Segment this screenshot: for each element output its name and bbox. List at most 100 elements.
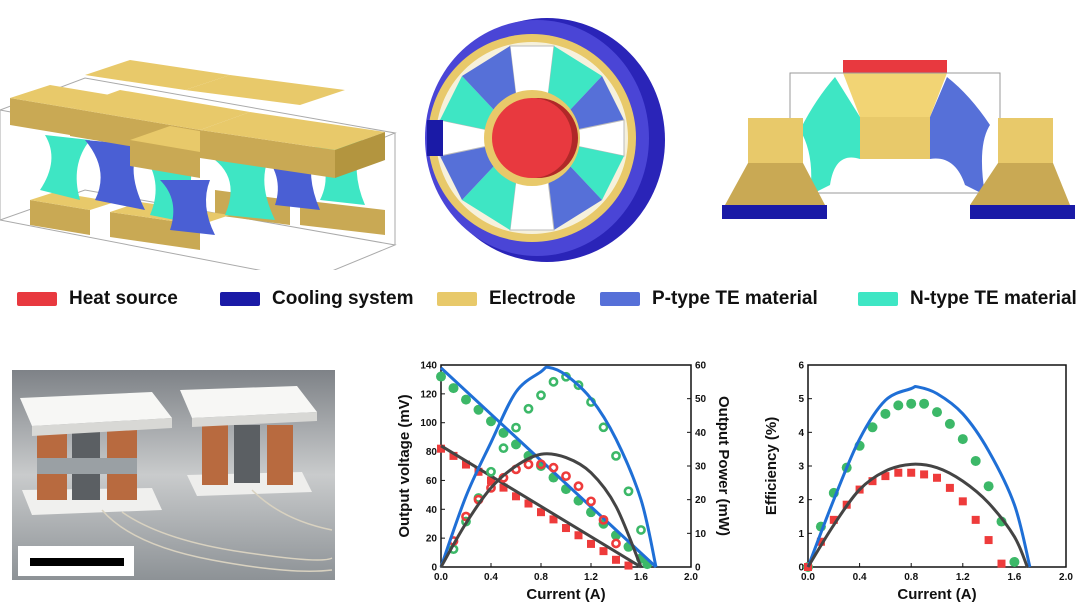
material-legend: Heat source Cooling system Electrode P-t…: [0, 282, 1080, 316]
green-ring-marker: [636, 525, 646, 535]
red-square-marker: [894, 468, 903, 477]
green-ring-marker: [623, 486, 634, 497]
red-square-marker: [549, 515, 558, 524]
green-circle-marker: [906, 398, 917, 409]
legend-label: Cooling system: [272, 288, 414, 309]
red-square-marker: [816, 537, 825, 546]
y-tick-label: 20: [426, 534, 438, 545]
green-circle-marker: [511, 439, 521, 450]
red-square-marker: [462, 460, 470, 469]
legend-p-type: P-type TE material: [600, 286, 818, 312]
legend-label: Electrode: [489, 288, 576, 309]
y-tick-label: 40: [426, 505, 438, 516]
gray-fit-line: [806, 462, 1029, 568]
red-square-marker: [524, 499, 533, 508]
green-circle-marker: [498, 427, 509, 438]
green-ring-marker: [536, 390, 546, 401]
y-tick-label: 6: [798, 361, 804, 372]
red-ring-marker: [548, 462, 559, 473]
red-square-marker: [997, 559, 1006, 568]
y-tick-label: 60: [426, 476, 438, 487]
red-square-marker: [562, 524, 570, 533]
red-square-marker: [971, 515, 980, 524]
red-square-marker: [499, 483, 508, 492]
y2-tick-label: 30: [695, 462, 707, 473]
red-square-marker: [624, 561, 633, 570]
green-ring-marker: [611, 451, 621, 461]
scale-bar: [30, 558, 124, 566]
green-ring-marker: [573, 380, 584, 391]
n-type-swatch: [858, 292, 898, 306]
x-tick-label: 0.0: [801, 572, 815, 583]
gray-fit-line: [439, 452, 643, 568]
gray-fit-line: [440, 444, 642, 569]
green-ring-marker: [598, 422, 609, 433]
red-square-marker: [599, 547, 608, 556]
red-square-marker: [612, 555, 620, 564]
green-circle-marker: [461, 394, 471, 405]
red-square-marker: [487, 476, 495, 485]
radial-module-rendering: [425, 18, 665, 262]
radial-legs: [439, 45, 625, 231]
x-tick-label: 0.8: [904, 572, 918, 583]
y2-axis-title: Output Power (mW): [715, 396, 732, 536]
green-circle-marker: [983, 481, 994, 492]
red-ring-marker: [486, 482, 496, 493]
y2-tick-label: 60: [695, 361, 707, 372]
green-circle-marker: [448, 383, 459, 394]
y2-tick-label: 50: [695, 394, 707, 405]
red-square-marker: [881, 472, 890, 481]
y2-tick-label: 20: [695, 495, 707, 506]
green-circle-marker: [1009, 556, 1020, 567]
y-tick-label: 3: [798, 462, 804, 473]
green-circle-marker: [893, 400, 904, 411]
green-circle-marker: [944, 418, 955, 429]
y2-tick-label: 40: [695, 428, 707, 439]
red-ring-marker: [573, 481, 584, 492]
heat-source-swatch: [17, 292, 57, 306]
cooling-system-swatch: [220, 292, 260, 306]
legend-label: Heat source: [69, 288, 178, 309]
p-type-swatch: [600, 292, 640, 306]
green-circle-marker: [867, 422, 878, 433]
x-tick-label: 0.4: [484, 572, 498, 583]
blue-fit-line: [439, 365, 658, 568]
red-square-marker: [984, 536, 993, 545]
legend-electrode: Electrode: [437, 286, 576, 312]
x-tick-label: 2.0: [1059, 572, 1073, 583]
x-tick-label: 1.6: [634, 572, 648, 583]
x-tick-label: 1.2: [584, 572, 598, 583]
green-circle-marker: [880, 408, 891, 419]
green-circle-marker: [436, 371, 446, 382]
electrode-swatch: [437, 292, 477, 306]
x-tick-label: 0.4: [853, 572, 867, 583]
red-square-marker: [907, 468, 916, 477]
green-ring-marker: [511, 422, 521, 433]
green-circle-marker: [957, 434, 968, 445]
y-tick-label: 0: [431, 563, 437, 574]
red-square-marker: [512, 492, 520, 501]
y-tick-label: 100: [420, 418, 437, 429]
y-tick-label: 5: [798, 394, 804, 405]
x-tick-label: 0.8: [534, 572, 548, 583]
planar-module-rendering: [722, 60, 1075, 219]
green-ring-marker: [498, 443, 509, 454]
x-tick-label: 2.0: [684, 572, 698, 583]
green-circle-marker: [919, 398, 930, 409]
stacked-module-rendering: [0, 60, 397, 270]
y-tick-label: 4: [798, 428, 804, 439]
red-square-marker: [449, 451, 458, 460]
red-square-marker: [574, 531, 583, 540]
legend-cooling-system: Cooling system: [220, 286, 413, 312]
green-ring-marker: [523, 403, 534, 414]
legend-label: N-type TE material: [910, 288, 1077, 309]
green-circle-marker: [473, 404, 484, 415]
blue-fit-line: [439, 366, 658, 569]
x-tick-label: 1.2: [956, 572, 970, 583]
y-tick-label: 140: [420, 361, 437, 372]
red-ring-marker: [536, 459, 546, 470]
red-square-marker: [437, 444, 445, 453]
legend-heat-source: Heat source: [17, 286, 178, 312]
